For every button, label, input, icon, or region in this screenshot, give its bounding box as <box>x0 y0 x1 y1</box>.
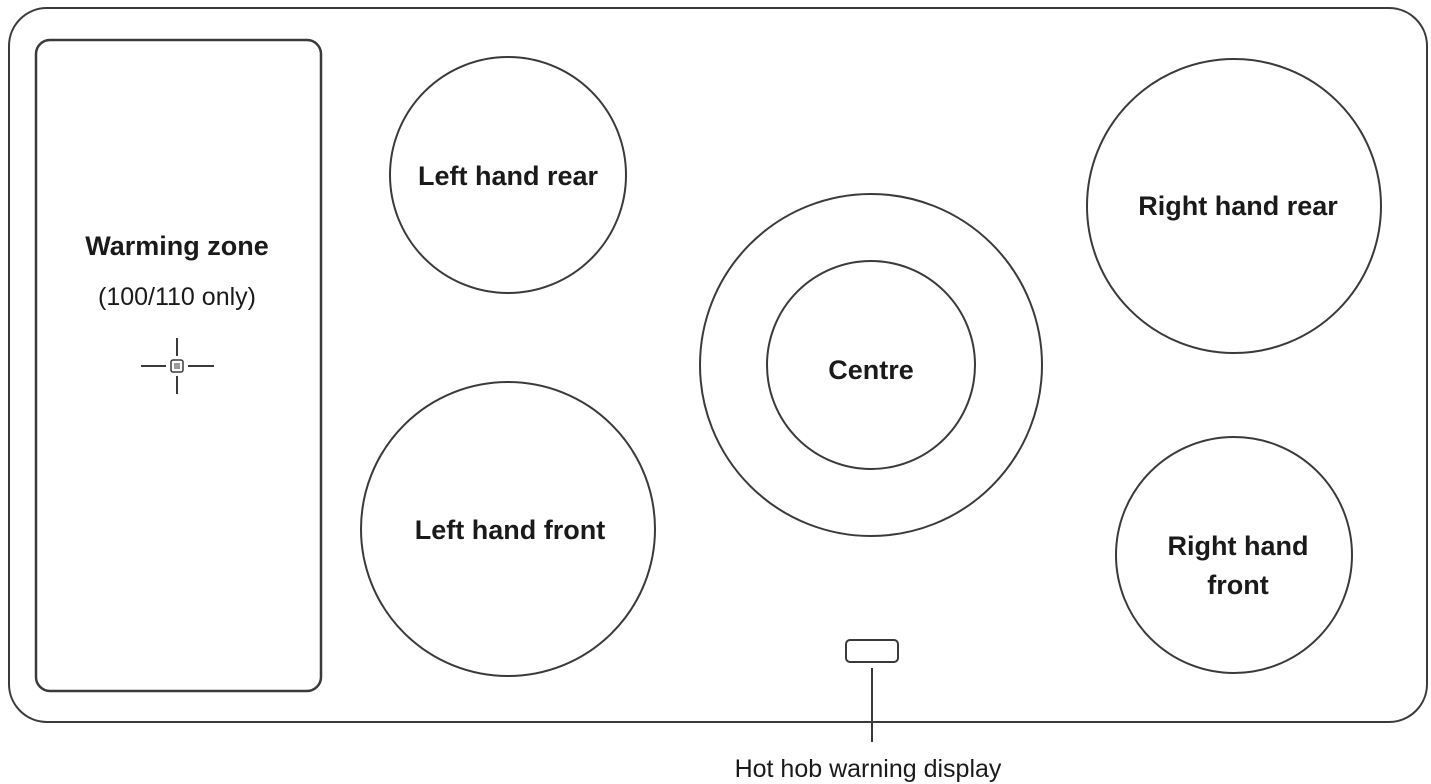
zone-centre-outer-ring <box>699 193 1043 537</box>
cooktop-outline <box>8 7 1428 723</box>
zone-centre-label: Centre <box>828 355 914 385</box>
warming-zone-title: Warming zone <box>85 231 269 261</box>
zone-left-hand-rear-label: Left hand rear <box>418 161 599 191</box>
zone-left-hand-front: Left hand front <box>360 381 656 677</box>
warming-zone-outline <box>34 38 323 693</box>
warming-zone-symbol-icon <box>141 338 214 394</box>
zone-right-hand-front: Right hand front <box>1115 436 1353 674</box>
warming-zone: Warming zone (100/110 only) <box>34 38 323 693</box>
zone-right-hand-rear: Right hand rear <box>1086 58 1382 354</box>
zone-left-hand-front-label: Left hand front <box>415 515 605 545</box>
zone-left-hand-rear: Left hand rear <box>389 56 627 294</box>
zone-right-hand-rear-label: Right hand rear <box>1138 191 1338 221</box>
zone-centre-inner-ring <box>766 260 976 470</box>
zone-right-hand-front-label-line1: Right hand <box>1168 531 1309 561</box>
warming-zone-note: (100/110 only) <box>98 283 256 311</box>
warning-display-label: Hot hob warning display <box>735 755 1002 783</box>
zone-right-hand-front-label-line2: front <box>1207 570 1268 600</box>
zone-centre: Centre <box>699 193 1043 537</box>
hot-hob-warning-display: Hot hob warning display <box>735 639 1002 783</box>
warning-display-indicator <box>845 639 899 663</box>
